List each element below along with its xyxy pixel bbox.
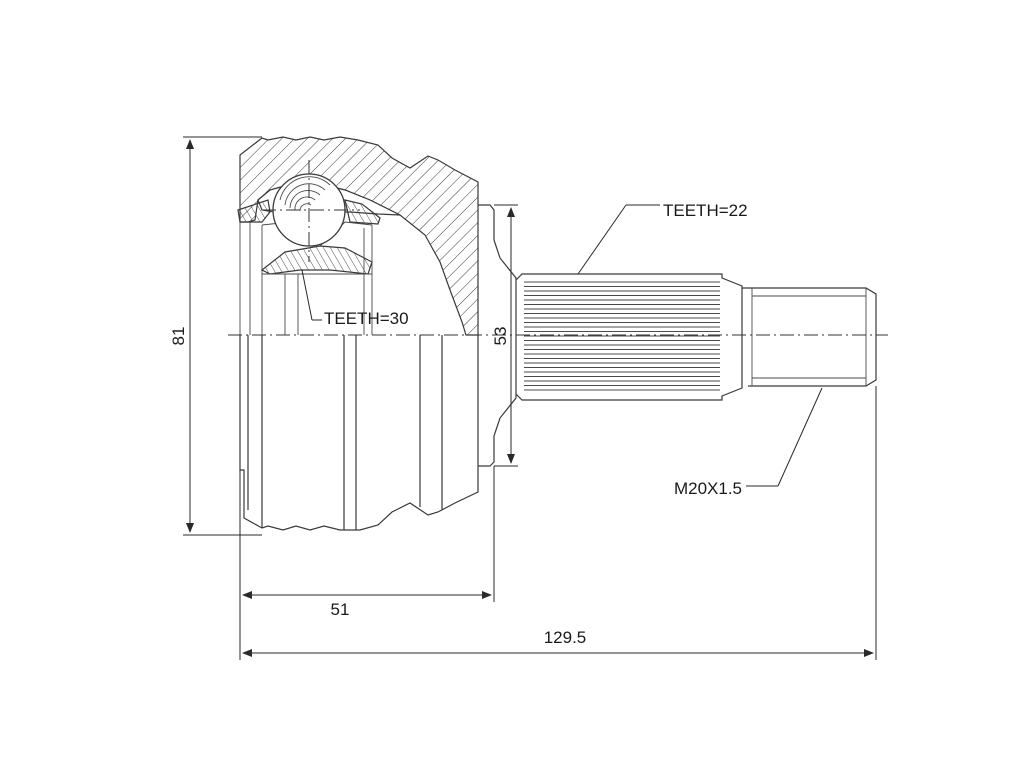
leader-teeth-inner: TEETH=30 <box>301 269 409 328</box>
ball <box>262 160 360 262</box>
leader-teeth-outer: TEETH=22 <box>577 201 748 275</box>
annotation-thread-m20x1-5: M20X1.5 <box>674 479 742 498</box>
annotation-teeth-30: TEETH=30 <box>324 309 409 328</box>
dimension-label-51: 51 <box>331 600 350 619</box>
leader-thread: M20X1.5 <box>674 387 823 498</box>
annotation-teeth-22: TEETH=22 <box>663 201 748 220</box>
dimension-total-length: 129.5 <box>242 386 877 660</box>
dimension-shoulder-diameter: 53 <box>491 204 518 467</box>
shoulder-flange <box>478 204 517 467</box>
dimension-label-53: 53 <box>491 327 510 346</box>
dimension-body-length: 51 <box>239 466 495 660</box>
dimension-label-129-5: 129.5 <box>544 628 587 647</box>
spline-lines <box>524 281 720 391</box>
splined-shaft <box>515 273 743 401</box>
dimension-overall-diameter: 81 <box>169 136 262 536</box>
threaded-tip <box>742 287 877 387</box>
dimension-label-81: 81 <box>169 327 188 346</box>
